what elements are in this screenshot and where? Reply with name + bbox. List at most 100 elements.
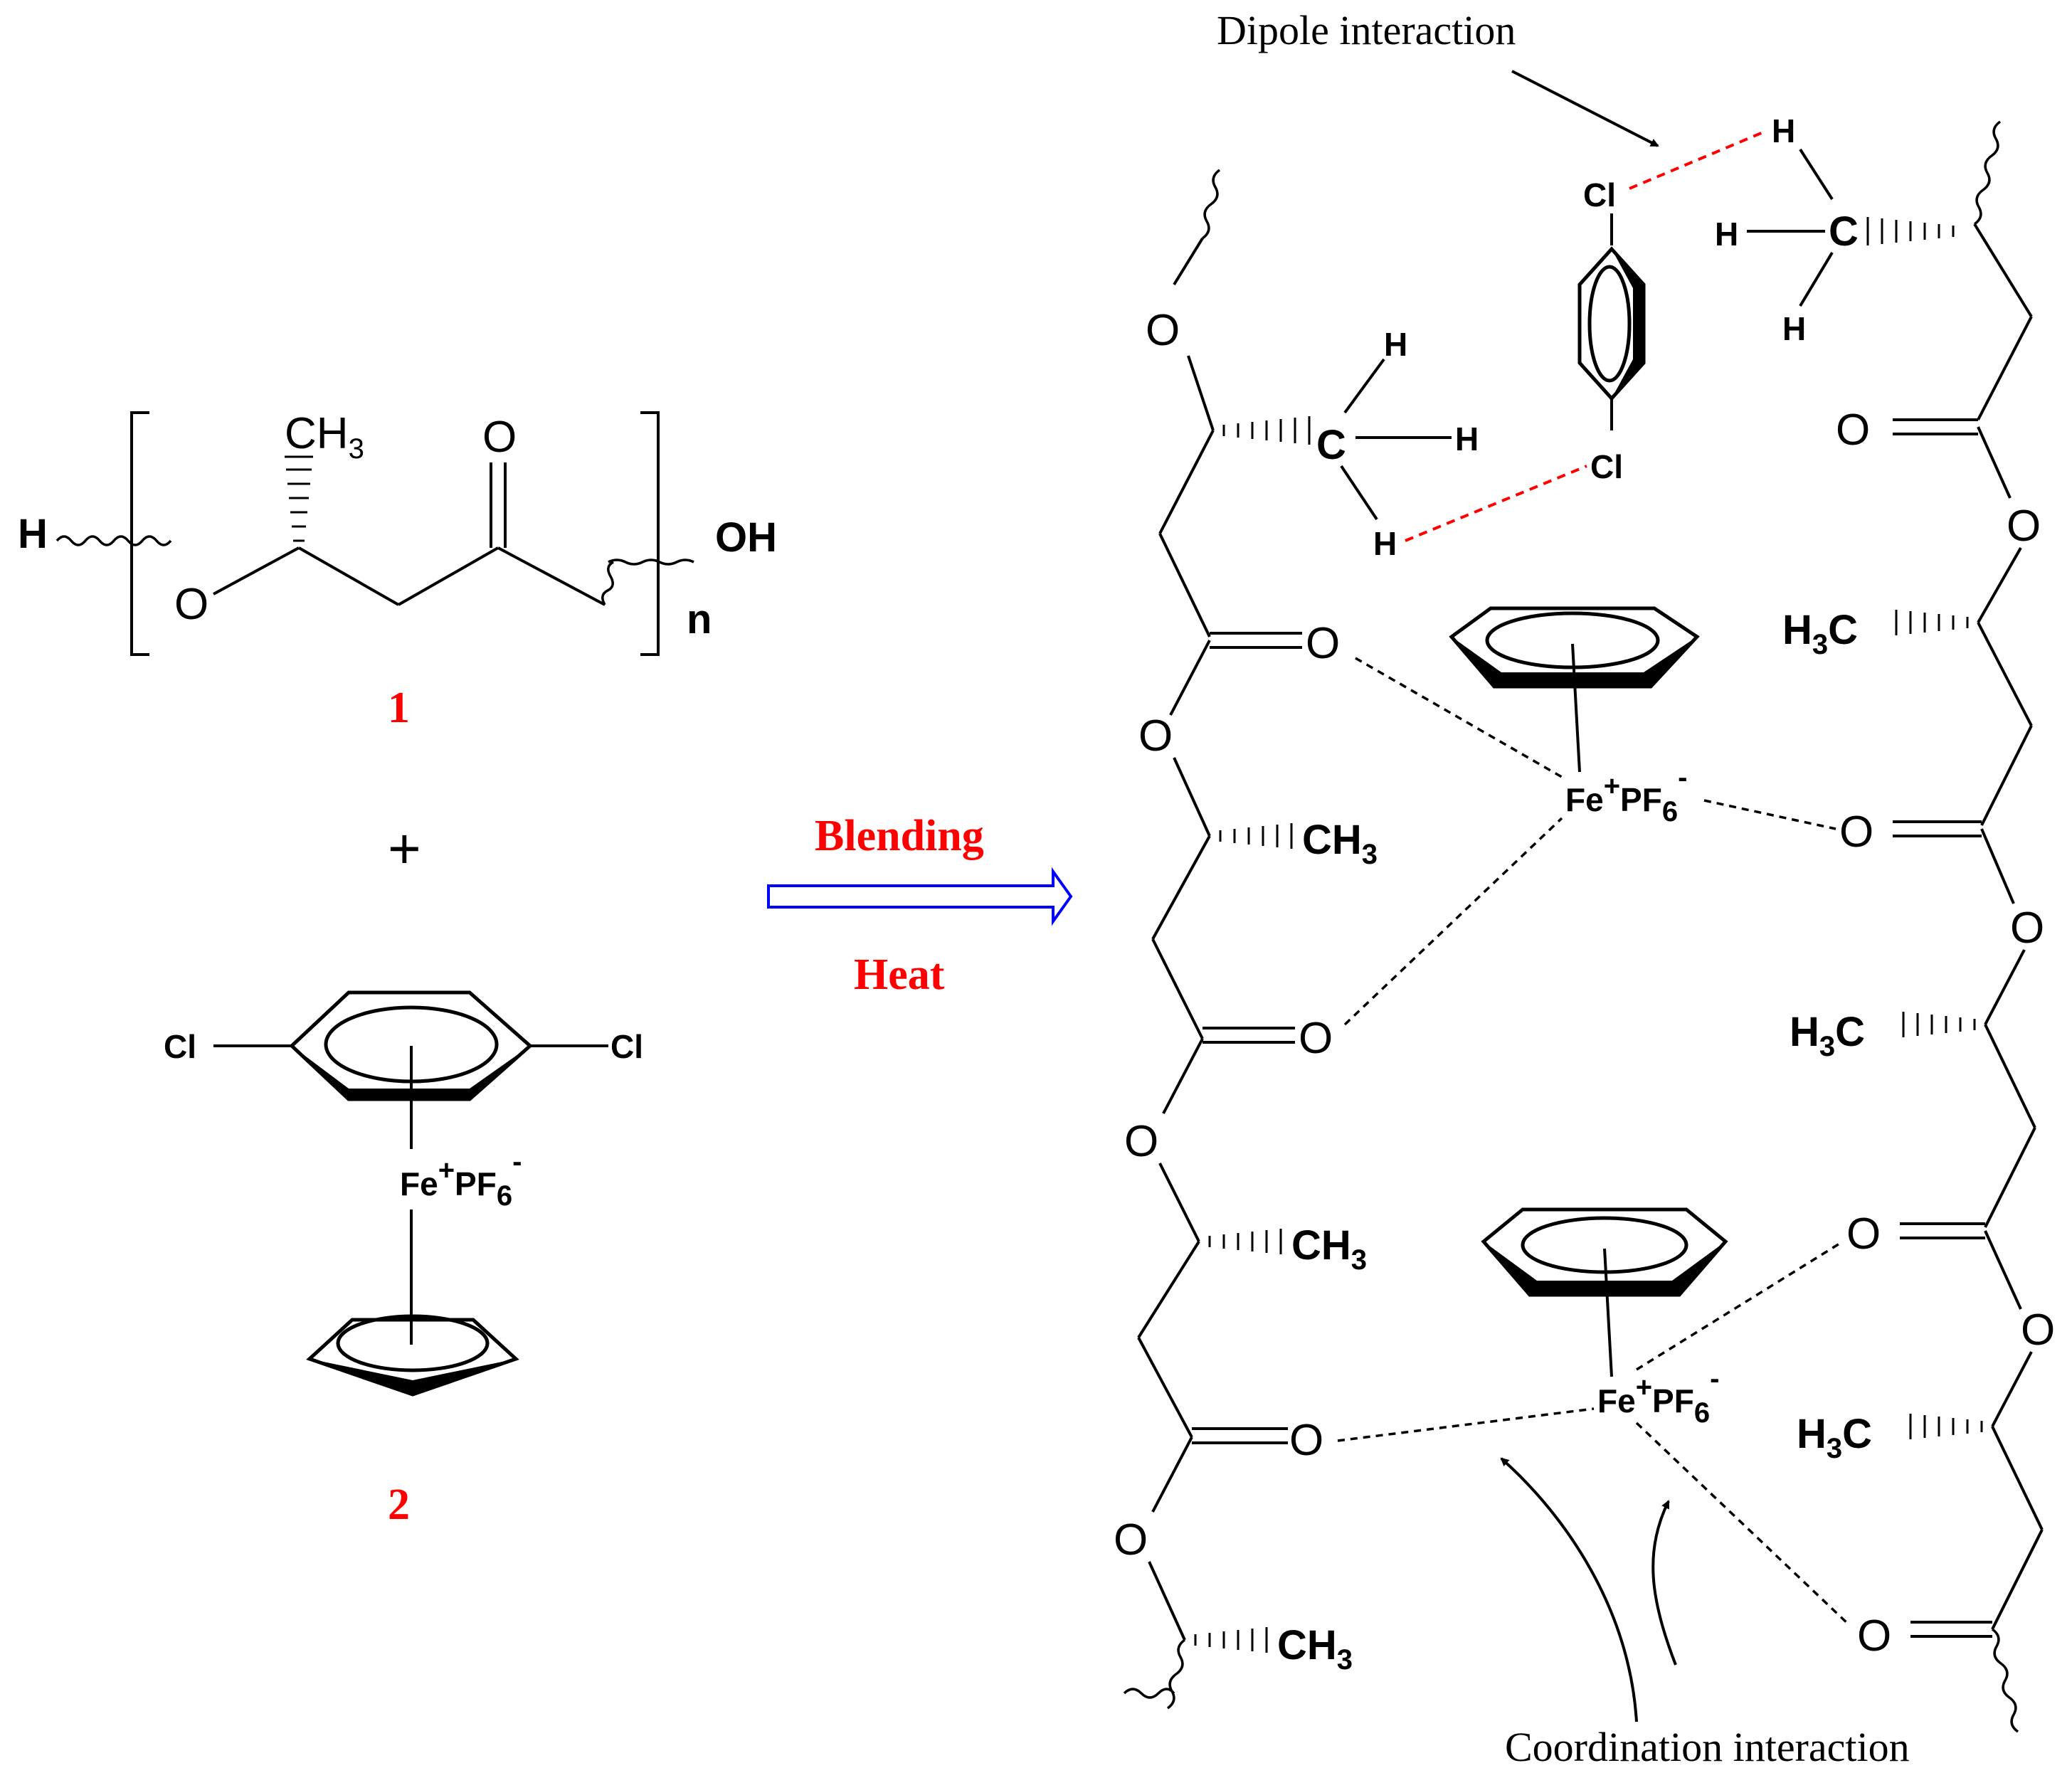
carbonyl-oxygen: O: [1839, 808, 1873, 857]
dipole-arrow: [1511, 70, 1659, 147]
iron-center: Fe+PF6-: [1597, 1363, 1719, 1429]
coordination-label: Coordination interaction: [1505, 1724, 1910, 1768]
bond: [1973, 223, 2033, 318]
hashed-wedge: [1194, 1627, 1268, 1653]
oxygen: O: [1146, 306, 1180, 355]
ester-oxygen: O: [2007, 502, 2041, 551]
carbonyl-oxygen: O: [1857, 1611, 1891, 1661]
bond: [497, 546, 606, 606]
wavy-bond: [1201, 169, 1221, 240]
bond: [298, 546, 399, 606]
coordination-arrow: [1651, 1500, 1677, 1666]
wavy-bond: [1991, 1628, 2019, 1733]
hashed-wedge: [1208, 1229, 1282, 1254]
bond: [1977, 316, 2033, 420]
bond: [1137, 1240, 1200, 1339]
bond: [1799, 148, 1834, 201]
condition-heat: Heat: [854, 951, 945, 999]
coordination-bond: [1703, 799, 1836, 830]
ester-oxygen: O: [2010, 904, 2044, 953]
bond: [1173, 237, 1204, 286]
carbonyl-oxygen: O: [1836, 406, 1870, 455]
coordination-arrow: [1500, 1457, 1638, 1722]
repeat-n: n: [687, 596, 712, 642]
bond: [1977, 426, 2012, 499]
hashed-wedge: [285, 455, 313, 542]
hydrogen: H: [1373, 525, 1397, 562]
bond: [1799, 251, 1834, 307]
methyl: CH3: [1277, 1622, 1353, 1676]
bond: [1158, 430, 1215, 534]
dipole-bond: [1405, 465, 1587, 542]
bond: [1984, 1230, 2022, 1310]
bond: [1187, 355, 1215, 431]
iron-complex-lower: Fe+PF6-: [1481, 1207, 1728, 1429]
bond: [1977, 622, 2033, 726]
end-hydroxyl: OH: [715, 514, 777, 561]
reaction-arrow: [767, 867, 1073, 926]
right-polymer-chain: H H C H O O H3C: [1715, 112, 2055, 1733]
bond: [1151, 835, 1211, 940]
bond: [1340, 465, 1378, 521]
bond: [1169, 640, 1211, 716]
benzene-aromatic-circle: [1587, 265, 1632, 383]
cp-aromatic-circle: [336, 1314, 490, 1372]
coordination-bond: [1636, 1240, 1844, 1371]
bond: [1984, 949, 2026, 1025]
ester-oxygen: O: [1138, 711, 1173, 761]
hydrogen: H: [1782, 310, 1806, 347]
left-bracket: [130, 411, 149, 656]
bond: [398, 546, 499, 606]
carbonyl-oxygen: O: [1289, 1416, 1323, 1465]
methyl: CH3: [1291, 1222, 1367, 1276]
right-bracket: [640, 411, 660, 656]
coordination-bond: [1343, 817, 1563, 1026]
dipole-label: Dipole interaction: [1217, 7, 1516, 53]
condition-blending: Blending: [815, 812, 984, 860]
methyl: H3C: [1790, 1009, 1865, 1062]
wavy-bond: [56, 535, 172, 546]
cp-front-edge: [310, 1359, 516, 1394]
methyl: H3C: [1797, 1411, 1872, 1464]
hashed-wedge: [1902, 1012, 1976, 1037]
iron-complex: Fe+PF6-: [400, 1146, 522, 1212]
hydrogen: H: [1384, 326, 1407, 363]
end-hydrogen: H: [18, 511, 48, 557]
bond: [1977, 547, 2022, 623]
coordination-bond: [1337, 1407, 1595, 1442]
dichlorobenzene: Cl Cl: [1577, 176, 1646, 485]
coordination-bond: [1635, 1422, 1851, 1627]
methyl: H3C: [1782, 607, 1858, 660]
hydrogen: H: [1715, 216, 1738, 253]
carbonyl-oxygen: O: [482, 413, 517, 462]
bond: [1151, 1436, 1193, 1513]
bond: [213, 546, 300, 595]
coordination-bond: [1355, 657, 1566, 780]
chlorine: Cl: [1583, 176, 1616, 213]
hydrogen: H: [1455, 420, 1479, 457]
dipole-bond: [1629, 130, 1765, 190]
benzene-edge: [1612, 249, 1644, 398]
left-polymer-chain: O C H H H O O: [1114, 169, 1479, 1710]
carbon: C: [1829, 208, 1859, 255]
compound-number-2: 2: [388, 1481, 410, 1529]
wavy-bond: [1973, 120, 2002, 226]
wavy-bond: [1123, 1639, 1186, 1710]
iron-center: Fe+PF6-: [1565, 762, 1687, 827]
bond: [1137, 1337, 1193, 1438]
compound-1-structure: H O O CH3 OH n: [18, 409, 777, 656]
bond: [1148, 1561, 1186, 1641]
bond: [1162, 1038, 1204, 1114]
carbonyl-oxygen: O: [1846, 1209, 1881, 1259]
ester-oxygen: O: [174, 580, 208, 629]
methyl: CH3: [1302, 817, 1378, 870]
bond: [1173, 757, 1211, 837]
carbon: C: [1316, 422, 1346, 468]
bond: [1158, 1163, 1200, 1242]
ester-oxygen: O: [1124, 1117, 1158, 1166]
hydrogen: H: [1772, 112, 1795, 149]
bond: [1980, 725, 2033, 826]
iron-complex-upper: Fe+PF6-: [1449, 606, 1700, 827]
chlorine: Cl: [1590, 448, 1623, 485]
